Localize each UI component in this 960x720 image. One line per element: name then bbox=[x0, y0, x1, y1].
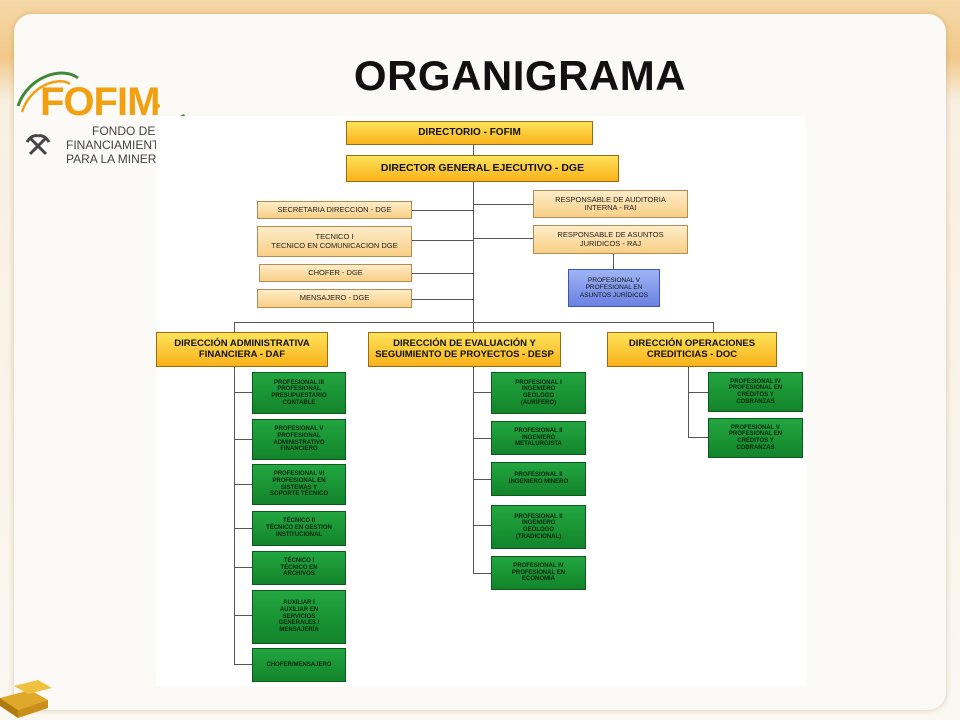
node-doc-position[interactable]: PROFESIONAL V PROFESIONAL EN CRÉDITOS Y … bbox=[708, 418, 803, 458]
logo-line-2: FINANCIAMIENTO bbox=[66, 138, 169, 152]
connector-line bbox=[688, 367, 689, 437]
connector-line bbox=[234, 664, 252, 665]
node-doc-position[interactable]: PROFESIONAL IV PROFESIONAL EN CRÉDITOS Y… bbox=[708, 372, 803, 412]
logo-line-1: FONDO DE bbox=[92, 124, 156, 138]
node-daf-position[interactable]: TÉCNICO II TÉCNICO EN GESTION INSTITUCIO… bbox=[252, 511, 346, 546]
node-chofer[interactable]: CHOFER - DGE bbox=[259, 264, 412, 282]
node-desp-position[interactable]: PROFESIONAL I INGENIERO GEÓLOGO (AURÍFER… bbox=[491, 372, 586, 414]
node-daf-position[interactable]: AUXILIAR I AUXILIAR EN SERVICIOS GENERAL… bbox=[252, 590, 346, 644]
connector-line bbox=[473, 392, 491, 393]
connector-line bbox=[234, 484, 252, 485]
node-daf-position[interactable]: PROFESIONAL VI PROFESIONAL EN SISTEMAS Y… bbox=[252, 464, 346, 505]
node-director-general[interactable]: DIRECTOR GENERAL EJECUTIVO - DGE bbox=[346, 155, 619, 182]
connector-line bbox=[473, 525, 491, 526]
connector-line bbox=[473, 367, 474, 573]
connector-line bbox=[234, 615, 252, 616]
node-desp-position[interactable]: PROFESIONAL II INGENIERO MINERO bbox=[491, 462, 586, 496]
node-auditoria-interna[interactable]: RESPONSABLE DE AUDITORIA INTERNA - RAI bbox=[533, 190, 688, 218]
connector-line bbox=[473, 573, 491, 574]
node-secretaria[interactable]: SECRETARIA DIRECCION - DGE bbox=[257, 201, 412, 219]
node-direccion-doc[interactable]: DIRECCIÓN OPERACIONES CREDITICIAS - DOC bbox=[607, 332, 777, 367]
node-desp-position[interactable]: PROFESIONAL IV PROFESIONAL EN ECONOMÍA bbox=[491, 556, 586, 590]
node-directorio[interactable]: DIRECTORIO - FOFIM bbox=[346, 121, 593, 145]
connector-line bbox=[688, 437, 708, 438]
connector-line bbox=[688, 392, 708, 393]
node-mensajero[interactable]: MENSAJERO - DGE bbox=[257, 289, 412, 308]
connector-line bbox=[713, 322, 714, 332]
node-asuntos-juridicos[interactable]: RESPONSABLE DE ASUNTOS JURIDICOS - RAJ bbox=[533, 225, 688, 254]
gold-bars-icon bbox=[0, 680, 52, 718]
connector-line bbox=[234, 567, 252, 568]
connector-line bbox=[234, 392, 252, 393]
connector-line bbox=[234, 528, 252, 529]
node-daf-position[interactable]: TÉCNICO I TÉCNICO EN ARCHIVOS bbox=[252, 551, 346, 585]
connector-line bbox=[473, 238, 533, 239]
node-desp-position[interactable]: PROFESIONAL II INGENIERO METALURGISTA bbox=[491, 421, 586, 455]
node-daf-position[interactable]: PROFESIONAL III PROFESIONAL PRESUPUESTAR… bbox=[252, 372, 346, 414]
connector-line bbox=[234, 367, 235, 664]
connector-line bbox=[412, 210, 473, 211]
connector-line bbox=[473, 182, 474, 322]
page-title: ORGANIGRAMA bbox=[353, 52, 687, 99]
org-chart: DIRECTORIO - FOFIM DIRECTOR GENERAL EJEC… bbox=[156, 116, 806, 686]
connector-line bbox=[412, 299, 473, 300]
node-daf-position[interactable]: PROFESIONAL V PROFESIONAL ADMINISTRATIVO… bbox=[252, 419, 346, 460]
connector-line bbox=[234, 322, 714, 323]
connector-line bbox=[473, 145, 474, 155]
connector-line bbox=[613, 254, 614, 269]
connector-line bbox=[234, 439, 252, 440]
connector-line bbox=[412, 240, 473, 241]
node-profesional-juridico[interactable]: PROFESIONAL V PROFESIONAL EN ASUNTOS JUR… bbox=[568, 269, 660, 307]
connector-line bbox=[234, 322, 235, 332]
pickaxe-icon bbox=[25, 134, 51, 156]
logo-brand: FOFIM bbox=[40, 80, 160, 124]
node-direccion-desp[interactable]: DIRECCIÓN DE EVALUACIÓN Y SEGUIMIENTO DE… bbox=[368, 332, 561, 367]
connector-line bbox=[473, 322, 474, 332]
node-desp-position[interactable]: PROFESIONAL II INGENIERO GEÓLOGO (TRADIC… bbox=[491, 505, 586, 549]
node-daf-position[interactable]: CHOFER/MENSAJERO bbox=[252, 648, 346, 682]
connector-line bbox=[473, 438, 491, 439]
node-tecnico-comunicacion[interactable]: TECNICO I TECNICO EN COMUNICACION DGE bbox=[257, 226, 412, 257]
connector-line bbox=[473, 479, 491, 480]
connector-line bbox=[473, 204, 533, 205]
connector-line bbox=[412, 273, 473, 274]
node-direccion-daf[interactable]: DIRECCIÓN ADMINISTRATIVA FINANCIERA - DA… bbox=[156, 332, 328, 367]
logo-line-3: PARA LA MINERÍA bbox=[66, 152, 168, 166]
